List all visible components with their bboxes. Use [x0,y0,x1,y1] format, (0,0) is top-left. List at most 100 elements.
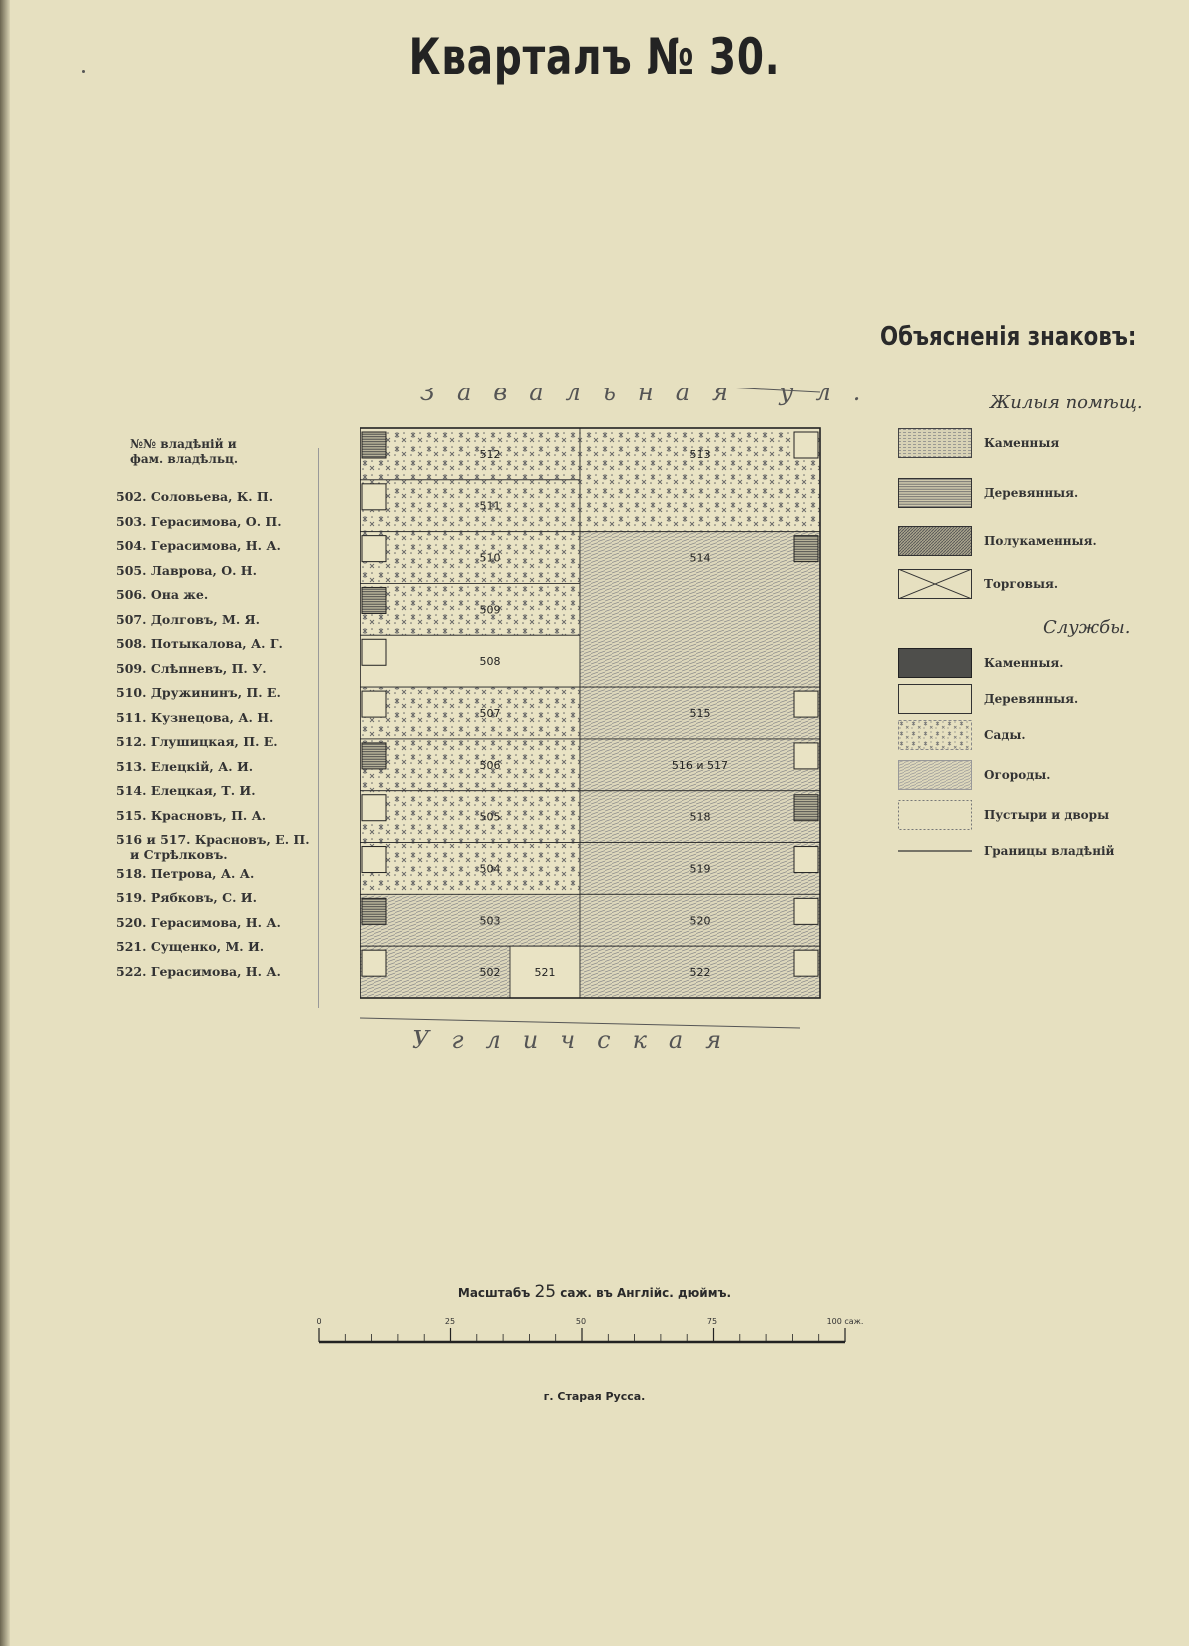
owner-name: Соловьева, К. П. [150,489,274,504]
legend-item-wooden-living: Деревянныя. [898,478,1168,508]
lot-building [361,535,387,563]
lot-504: 504 [360,842,581,895]
lot-508: 508 [360,634,581,688]
owner-entry: 514. Елецкая, Т. И. [116,779,310,804]
legend-label: Полукаменныя. [984,534,1097,548]
legend-label: Торговыя. [984,577,1059,591]
owner-lot-number: 508. [116,636,147,651]
owner-name: Герасимова, О. П. [150,513,282,529]
scale-caption-prefix: Масштабъ [457,1286,531,1300]
lot-521: 521 [509,945,581,999]
paper-speck [82,70,85,73]
owner-entry: 511. Кузнецова, А. Н. [116,706,310,731]
lot-area [360,686,581,740]
lot-area [360,531,581,584]
lot-522: 522 [579,945,821,999]
lot-number-label: 502 [480,966,501,979]
owner-lot-number: 511. [116,709,147,725]
binding-edge [0,0,10,1646]
owner-lot-number: 505. [116,562,147,578]
legend-item-stone-living: Каменныя [898,428,1168,458]
lot-area [509,945,581,999]
owner-name: Глушицкая, П. Е. [150,734,278,749]
owner-name-continued: и Стрѣлковъ. [130,846,228,862]
lot-number-label: 520 [690,914,711,927]
lot-building [361,586,387,614]
lot-area [360,583,581,636]
lot-506: 506 [360,738,581,792]
lot-building [361,431,387,459]
legend-swatch-line-icon [898,836,972,866]
owner-lot-number: 506. [116,587,147,602]
lot-number-label: 508 [480,655,501,668]
lot-number-label: 514 [690,552,711,565]
street-bottom-label: Угличская [412,1026,743,1054]
owner-lot-number: 521. [116,939,147,954]
lot-number-label: 522 [690,966,711,979]
lot-area [360,479,581,533]
owners-header-line2: фам. владѣльц. [130,452,239,466]
owner-entry: 516 и 517. Красновъ, Е. П.и Стрѣлковъ. [116,828,310,862]
lot-building [793,846,819,874]
owner-name: Петрова, А. А. [150,865,255,881]
owner-entry: 512. Глушицкая, П. Е. [116,730,310,755]
lot-514: 514 [579,531,821,688]
lot-area [579,790,821,843]
owner-entry: 503. Герасимова, О. П. [116,510,310,535]
owner-lot-number: 519. [116,890,147,905]
lot-area [579,686,821,740]
lot-building [361,897,387,925]
owner-name: Потыкалова, А. Г. [150,636,283,651]
scale-caption: Масштабъ 25 саж. въ Англійс. дюймъ. [0,1282,1189,1302]
owner-entry: 504. Герасимова, Н. А. [116,534,310,559]
owner-entry: 515. Красновъ, П. А. [116,804,310,829]
legend-swatch-garden-icon [898,720,972,750]
lot-number-label: 510 [480,552,501,565]
owner-name: Лаврова, О. Н. [150,562,257,578]
lot-number-label: 519 [690,862,711,875]
street-top-label: Завальная ул. [420,388,860,406]
owner-name: Елецкій, А. И. [150,758,254,774]
lot-513: 513 [579,427,821,533]
legend-item-boundaries: Границы владѣній [898,836,1168,866]
owner-entry: 521. Сущенко, М. И. [116,935,310,960]
owner-lot-number: 522. [116,963,147,979]
lot-510: 510 [360,531,581,584]
lot-number-label: 505 [480,811,501,824]
lot-number-label: 521 [535,966,556,979]
lot-area [579,738,821,792]
owner-name: Кузнецова, А. Н. [150,709,274,725]
lot-number-label: 518 [690,811,711,824]
legend-swatch-fine-hatch-icon [898,428,972,458]
lot-building [361,742,387,770]
lot-building [793,690,819,718]
lot-building [793,431,819,459]
owner-name: Герасимова, Н. А. [150,963,281,979]
legend-title: Объясненія знаковъ: [880,322,1137,352]
quarter-outline [360,427,821,999]
quarter-plan: Завальная ул. Угличская 5125115105095085… [360,388,860,1054]
owner-name: Герасимова, Н. А. [150,538,281,553]
owner-lot-number: 502. [116,489,147,504]
lot-building [361,846,387,874]
owner-entry: 502. Соловьева, К. П. [116,485,310,510]
owner-name: Красновъ, Е. П. [194,832,310,847]
lot-number-label: 506 [480,759,501,772]
legend-item-stone-service: Каменныя. [898,648,1168,678]
lot-building [361,638,387,666]
owner-lot-number: 504. [116,538,147,553]
owner-lot-number: 516 и 517. [116,832,191,847]
lot-area [360,738,581,792]
owner-lot-number: 515. [116,807,147,823]
owner-entry: 513. Елецкій, А. И. [116,755,310,780]
scale-tick-label: 0 [316,1317,321,1326]
lot-519: 519 [579,842,821,895]
lot-building [793,949,819,977]
lot-505: 505 [360,790,581,843]
legend-item-trade: Торговыя. [898,569,1168,599]
owner-entry: 522. Герасимова, Н. А. [116,960,310,985]
owner-lot-number: 507. [116,611,147,627]
lot-number-label: 513 [690,448,711,461]
page-title: Кварталъ № 30. [408,28,781,86]
scale-caption-value: 25 [534,1282,557,1302]
